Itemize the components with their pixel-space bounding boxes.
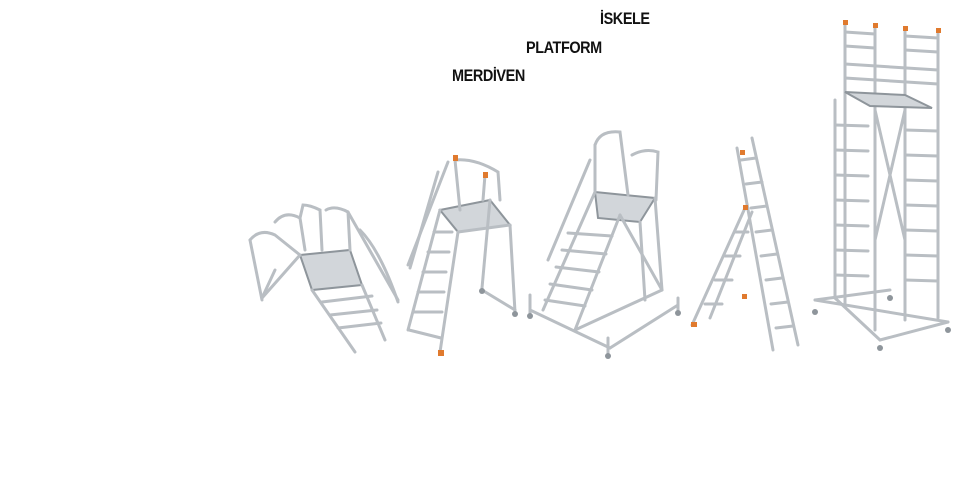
combination-ladder-illustration: [690, 136, 800, 352]
crossover-stair-illustration: [248, 203, 400, 354]
mobile-scaffold-illustration: [812, 20, 951, 351]
merdiven-label: MERDİVEN: [452, 66, 525, 85]
platform-label: PLATFORM: [526, 38, 602, 57]
platform-ladder-illustration: [406, 155, 518, 356]
mobile-platform-illustration: [527, 130, 681, 359]
iskele-label: İSKELE: [600, 9, 650, 28]
